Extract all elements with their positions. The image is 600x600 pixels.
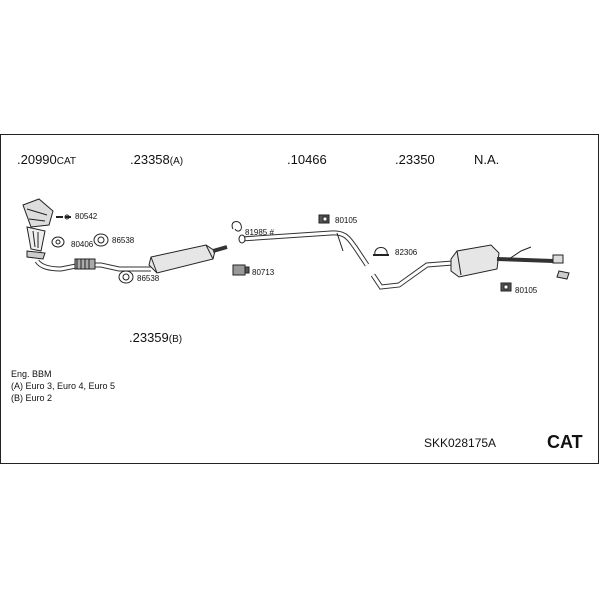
clamp-b-icon	[373, 247, 389, 256]
exhaust-system-drawing	[22, 198, 570, 292]
label-rubber-mount-b: 80713	[252, 268, 275, 277]
label-bolt-set: 80542	[75, 212, 98, 221]
note-engine: Eng. BBM	[11, 369, 52, 379]
label-rubber-mount-c: 80105	[515, 286, 538, 295]
gasket-b-icon	[93, 233, 109, 247]
clamp-ring-icon	[231, 221, 242, 232]
kit-code: SKK028175A	[424, 436, 497, 450]
label-clamp-b: 82306	[395, 248, 418, 257]
front-pipe	[34, 258, 151, 272]
note-variant-a: (A) Euro 3, Euro 4, Euro 5	[11, 381, 116, 391]
rubber-mount-a-icon	[318, 214, 330, 224]
gasket-a-icon	[51, 236, 65, 248]
part-number-23350: .23350	[395, 152, 435, 167]
label-gasket-a: 80406	[71, 240, 94, 249]
rubber-mount-c-icon	[500, 282, 512, 292]
gasket-c-icon	[118, 270, 134, 284]
bolt-set-icon	[56, 214, 71, 220]
middle-silencer	[148, 244, 228, 274]
part-number-10466: .10466	[287, 152, 327, 167]
label-gasket-c: 86538	[137, 274, 160, 283]
part-number-23359: .23359(B)	[129, 330, 183, 345]
category-label: CAT	[547, 432, 583, 452]
rear-silencer	[370, 244, 570, 290]
label-clamp-ring: 81985 #	[245, 228, 274, 237]
rear-pipe	[238, 230, 370, 267]
part-number-23358: .23358(A)	[130, 152, 184, 167]
diagram-frame: .20990CAT .23358(A) .10466 .23350 N.A. .…	[0, 134, 599, 464]
note-variant-b: (B) Euro 2	[11, 393, 53, 403]
part-number-20990: .20990CAT	[17, 152, 77, 167]
label-gasket-b: 86538	[112, 236, 135, 245]
label-rubber-mount-a: 80105	[335, 216, 358, 225]
rubber-mount-b-icon	[232, 264, 250, 276]
catalytic-converter	[22, 198, 54, 260]
part-number-na: N.A.	[474, 152, 500, 167]
